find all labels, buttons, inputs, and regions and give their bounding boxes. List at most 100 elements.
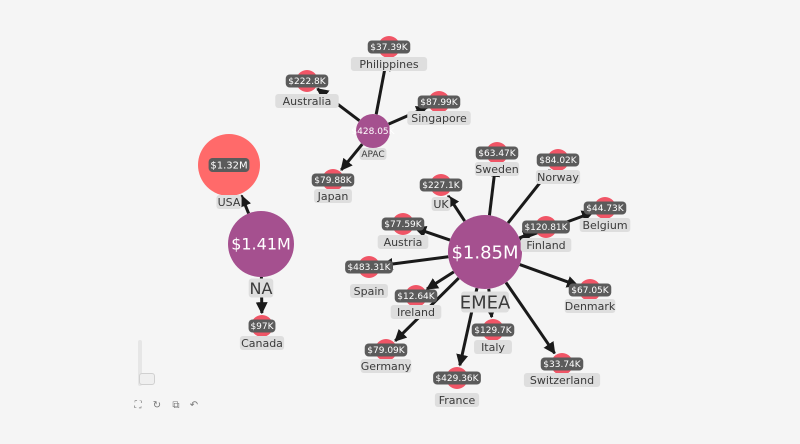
node-label-italy: Italy (481, 341, 505, 354)
node-label-bg-belgium (579, 218, 631, 232)
node-spain[interactable]: $483.31K Spain (345, 256, 393, 298)
node-value-badge-italy (471, 323, 515, 337)
node-value-badge-ireland (394, 289, 438, 303)
node-value-germany: $79.09K (367, 346, 405, 356)
node-emea[interactable]: $1.85M EMEA (448, 215, 522, 313)
node-ireland[interactable]: $12.64K Ireland (390, 285, 442, 319)
node-label-japan: Japan (317, 190, 349, 203)
node-value-badge-sweden (475, 146, 519, 160)
node-label-bg-australia (275, 94, 339, 108)
node-label-spain: Spain (354, 285, 385, 298)
undo-icon[interactable]: ↶ (189, 400, 199, 411)
node-value-austria: $77.59K (384, 220, 422, 230)
node-japan[interactable]: $79.88K Japan (311, 169, 355, 203)
node-label-philippines: Philippines (359, 58, 419, 71)
node-france[interactable]: $429.36K France (433, 367, 481, 407)
node-label-bg-finland (520, 238, 572, 252)
node-usa[interactable]: $1.32M USA (198, 134, 260, 209)
node-canada[interactable]: $97K Canada (239, 315, 285, 350)
node-value-canada: $97K (250, 322, 274, 332)
node-value-australia: $222.8K (288, 77, 326, 87)
node-label-bg-canada (239, 336, 285, 350)
node-label-bg-philippines (350, 57, 428, 71)
node-circle-apac[interactable] (356, 114, 390, 148)
node-na[interactable]: $1.41M NA (228, 211, 294, 298)
node-label-canada: Canada (241, 337, 283, 350)
node-label-bg-na (248, 278, 274, 298)
node-value-italy: $129.7K (474, 326, 512, 336)
node-label-usa: USA (218, 196, 241, 209)
node-label-emea: EMEA (460, 292, 511, 313)
node-germany[interactable]: $79.09K Germany (360, 339, 412, 373)
node-value-ireland: $12.64K (397, 292, 435, 302)
node-value-badge-germany (364, 343, 408, 357)
node-label-australia: Australia (283, 95, 332, 108)
node-philippines[interactable]: $37.39K Philippines (350, 36, 428, 71)
node-circle-na[interactable] (228, 211, 294, 277)
node-value-spain: $483.31K (347, 263, 391, 273)
node-circle-emea[interactable] (448, 215, 522, 289)
node-value-norway: $84.02K (539, 156, 577, 166)
node-italy[interactable]: $129.7K Italy (471, 319, 515, 354)
node-value-na: $1.41M (231, 235, 291, 254)
node-label-france: France (439, 394, 476, 407)
zoom-slider-thumb[interactable] (139, 373, 155, 385)
node-value-japan: $79.88K (314, 176, 352, 186)
node-label-singapore: Singapore (411, 112, 467, 125)
node-label-austria: Austria (384, 236, 423, 249)
node-value-badge-australia (285, 74, 329, 88)
node-value-badge-finland (522, 220, 570, 234)
edge-emea-spain (380, 255, 449, 270)
node-label-germany: Germany (361, 360, 412, 373)
node-sweden[interactable]: $63.47K Sweden (474, 142, 520, 176)
node-value-badge-denmark (568, 283, 612, 297)
node-value-belgium: $44.73K (586, 204, 624, 214)
edge-emea-uk (446, 194, 466, 222)
node-value-badge-usa (208, 158, 250, 172)
node-label-denmark: Denmark (565, 300, 616, 313)
node-label-bg-apac (359, 148, 387, 160)
node-value-badge-japan (311, 173, 355, 187)
node-label-bg-sweden (474, 162, 520, 176)
node-value-philippines: $37.39K (370, 43, 408, 53)
node-label-ireland: Ireland (397, 306, 435, 319)
node-value-france: $429.36K (435, 374, 479, 384)
node-label-bg-france (434, 393, 480, 407)
node-value-uk: $227.1K (422, 181, 460, 191)
node-value-badge-uk (419, 178, 463, 192)
node-label-sweden: Sweden (475, 163, 518, 176)
node-label-bg-italy (474, 340, 512, 354)
node-label-bg-austria (377, 235, 429, 249)
fit-to-screen-icon[interactable]: ⛶ (134, 400, 142, 411)
node-value-sweden: $63.47K (478, 149, 516, 159)
node-austria[interactable]: $77.59K Austria (377, 213, 429, 249)
node-value-badge-spain (345, 260, 393, 274)
node-label-na: NA (250, 279, 273, 298)
node-australia[interactable]: $222.8K Australia (275, 70, 339, 108)
node-value-emea: $1.85M (451, 242, 518, 263)
zoom-slider[interactable] (138, 340, 155, 386)
node-label-bg-germany (360, 359, 412, 373)
edge-emea-denmark (519, 263, 579, 288)
node-label-bg-spain (350, 284, 388, 298)
node-value-badge-norway (536, 153, 580, 167)
node-belgium[interactable]: $44.73K Belgium (579, 197, 631, 232)
node-label-belgium: Belgium (582, 219, 627, 232)
export-icon[interactable]: ⧉ (172, 400, 180, 411)
node-label-bg-switzerland (523, 373, 601, 387)
node-label-bg-ireland (390, 305, 442, 319)
node-value-usa: $1.32M (210, 161, 247, 172)
node-label-bg-uk (431, 197, 451, 211)
node-value-badge-switzerland (540, 357, 584, 371)
node-label-bg-singapore (407, 111, 471, 125)
refresh-icon[interactable]: ↻ (152, 400, 162, 411)
